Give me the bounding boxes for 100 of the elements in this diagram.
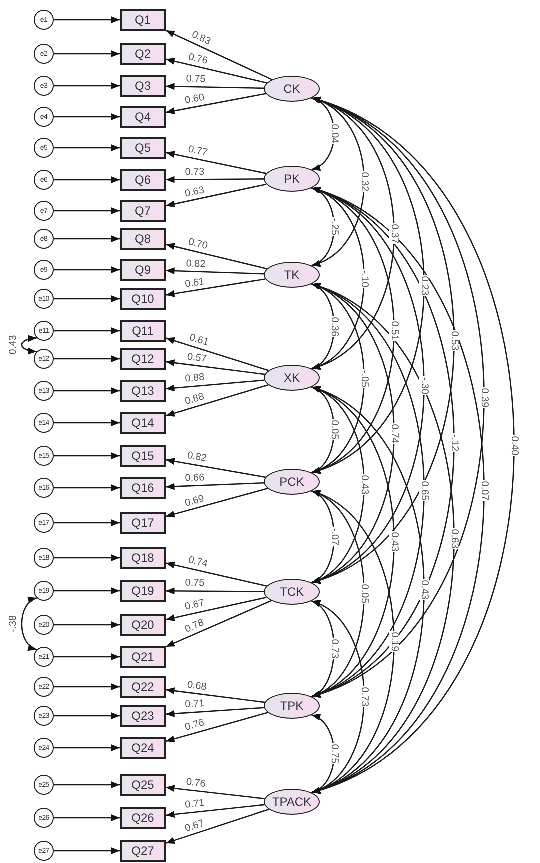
- arrow: [166, 562, 268, 587]
- arrow: [54, 484, 120, 492]
- double-headed-arrow: [312, 490, 395, 794]
- edge-label: 0.43: [389, 531, 400, 553]
- item-box: Q2: [120, 43, 166, 65]
- edge-label: 0.36: [329, 316, 340, 338]
- item-box: Q14: [120, 412, 166, 434]
- edge-label: 0.73: [329, 638, 340, 660]
- double-headed-arrow: [21, 597, 38, 651]
- factor-ellipse: PCK: [264, 469, 320, 495]
- factor-ellipse: TK: [264, 262, 320, 288]
- edge-label: 0.04: [329, 123, 340, 145]
- factor-ellipse: TPK: [264, 693, 320, 719]
- factor-ellipse: TPACK: [264, 789, 320, 815]
- edge-label: 0.32: [359, 171, 370, 193]
- double-headed-arrow: [312, 386, 425, 794]
- edge-label: 0.43: [359, 474, 370, 496]
- item-box: Q22: [120, 676, 166, 698]
- arrow: [54, 236, 120, 242]
- item-box: Q12: [120, 348, 166, 370]
- item-box: Q26: [120, 807, 166, 829]
- edge-label: 0.75: [184, 74, 206, 86]
- edge-label: 0.37: [389, 222, 400, 244]
- arrow: [166, 243, 268, 270]
- item-box: Q18: [120, 547, 166, 569]
- item-box: Q20: [120, 614, 166, 636]
- item-box: Q1: [120, 9, 166, 31]
- edge-label: 0.74: [389, 422, 400, 444]
- item-box: Q25: [120, 774, 166, 796]
- edge-label: 0.40: [509, 434, 520, 456]
- arrow: [54, 82, 120, 90]
- edge-label: 0.66: [184, 473, 206, 484]
- arrow: [166, 712, 268, 742]
- item-box: Q19: [120, 580, 166, 602]
- factor-ellipse: CK: [264, 76, 320, 102]
- item-box: Q15: [120, 445, 166, 467]
- arrow: [54, 848, 120, 854]
- edge-label: 0.73: [184, 168, 206, 178]
- edge-label: 0.65: [419, 480, 430, 502]
- item-box: Q13: [120, 380, 166, 402]
- item-box: Q6: [120, 169, 166, 191]
- arrow: [54, 328, 120, 334]
- factor-ellipse: PK: [264, 166, 320, 192]
- edge-label: 0.39: [479, 386, 490, 408]
- item-box: Q27: [120, 840, 166, 862]
- arrow: [54, 520, 120, 526]
- arrow: [166, 83, 264, 90]
- arrow: [54, 176, 120, 184]
- arrow: [54, 356, 120, 362]
- arrow: [54, 684, 120, 690]
- item-box: Q16: [120, 477, 166, 499]
- item-box: Q3: [120, 75, 166, 97]
- item-box: Q8: [120, 228, 166, 250]
- arrow: [54, 452, 120, 460]
- edge-label: 0.73: [359, 686, 370, 708]
- arrow: [54, 16, 120, 24]
- item-box: Q21: [120, 646, 166, 668]
- arrow: [54, 588, 120, 594]
- arrow: [166, 600, 272, 648]
- arrow: [166, 58, 268, 84]
- arrow: [54, 782, 120, 788]
- arrow: [166, 596, 267, 622]
- item-box: Q9: [120, 259, 166, 281]
- edge-label: -.07: [329, 527, 340, 547]
- factor-ellipse: TCK: [264, 579, 320, 605]
- edge-label: -.30: [419, 376, 430, 396]
- arrow: [54, 622, 120, 628]
- edge-label: 0.75: [184, 579, 206, 590]
- arrow: [166, 458, 266, 478]
- double-headed-arrow: [312, 490, 335, 584]
- arrow: [166, 808, 270, 844]
- item-box: Q23: [120, 705, 166, 727]
- arrow: [166, 804, 265, 818]
- arrow: [166, 785, 265, 800]
- edge-label: 0.63: [449, 528, 460, 550]
- arrow: [54, 114, 120, 120]
- double-headed-arrow: [312, 600, 365, 794]
- edge-label: 0.05: [329, 419, 340, 441]
- arrow: [166, 30, 272, 80]
- edge-label: -.12: [449, 432, 460, 452]
- edge-label: 0.05: [359, 583, 370, 605]
- item-box: Q24: [120, 737, 166, 759]
- arrow: [54, 712, 120, 720]
- edge-label: 0.82: [184, 259, 207, 270]
- arrow: [54, 208, 120, 214]
- arrow: [54, 744, 120, 752]
- arrow: [166, 151, 267, 174]
- arrow: [54, 144, 120, 152]
- item-box: Q7: [120, 200, 166, 222]
- arrow: [54, 266, 120, 274]
- arrow: [166, 360, 266, 376]
- arrow: [166, 176, 264, 184]
- arrow: [54, 654, 120, 660]
- item-box: Q5: [120, 137, 166, 159]
- arrow: [166, 268, 264, 275]
- arrow: [166, 482, 264, 490]
- double-headed-arrow: [311, 600, 335, 698]
- arrow: [166, 380, 265, 392]
- arrow: [166, 588, 264, 595]
- edge-label: 0.53: [449, 330, 460, 352]
